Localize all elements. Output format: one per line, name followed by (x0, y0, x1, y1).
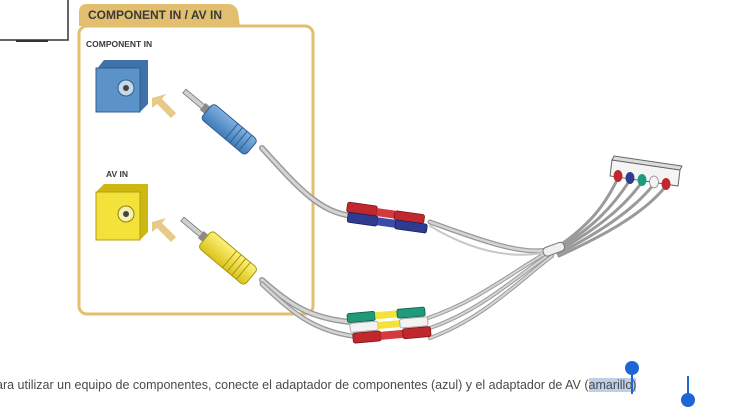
caption-selected-text: amarillo) (588, 378, 637, 392)
instruction-caption: ara utilizar un equipo de componentes, c… (0, 374, 750, 396)
av-in-port (95, 184, 148, 241)
component-in-label: COMPONENT IN (86, 39, 152, 49)
cable-splitter (542, 241, 566, 257)
panel-frame (77, 24, 315, 316)
component-audio-jack (182, 88, 257, 155)
component-in-arrow-icon (152, 94, 176, 118)
panel-header-tab (79, 4, 240, 26)
rca-plug-green (637, 174, 647, 186)
av-in-arrow-icon (152, 218, 176, 242)
tv-icon (0, 0, 69, 42)
av-audio-jack (180, 216, 257, 285)
cable-bundle (259, 145, 668, 340)
selection-start-handle[interactable] (625, 361, 639, 375)
selection-end-handle[interactable] (681, 393, 695, 407)
selection-end-bar (687, 376, 689, 396)
connection-diagram: COMPONENT IN / AV IN COMPONENT IN AV IN (0, 0, 683, 344)
component-in-port (95, 60, 148, 113)
selection-start-bar (631, 372, 633, 394)
rca-plug-red-2 (661, 178, 671, 190)
rca-plug-blue (625, 172, 635, 184)
av-in-label: AV IN (106, 169, 128, 179)
av-adapter (346, 306, 432, 344)
component-adapter (346, 201, 428, 234)
caption-text: ara utilizar un equipo de componentes, c… (0, 378, 589, 392)
rca-plug-white (649, 175, 659, 189)
input-panel: COMPONENT IN / AV IN (77, 4, 315, 316)
rca-plug-red (613, 170, 623, 182)
rca-connector-block (609, 155, 683, 190)
panel-title: COMPONENT IN / AV IN (88, 8, 222, 22)
